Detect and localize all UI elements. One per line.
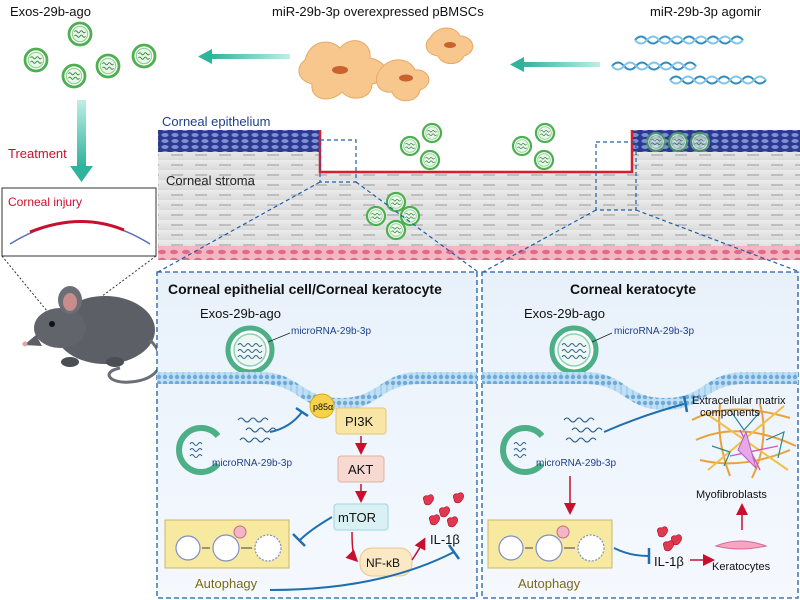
- ecm-label-line1: Extracellular matrix: [692, 395, 786, 407]
- exosome-cluster-top: [23, 21, 157, 89]
- agomir-label: miR-29b-3p agomir: [650, 4, 762, 19]
- ecm-fibers-illustration: [691, 403, 797, 479]
- arrow-cells-to-exos: [198, 49, 290, 64]
- right-autophagy-inhibit-il1b: [613, 547, 649, 557]
- akt-box: [337, 455, 385, 483]
- pi3k-label: PI3K: [345, 414, 374, 429]
- p85-node: [309, 393, 335, 419]
- myofibroblasts-label: Myofibroblasts: [696, 489, 767, 501]
- treatment-label: Treatment: [8, 146, 67, 161]
- zoom-boxes: [157, 139, 800, 273]
- p85-label: p85α: [313, 402, 333, 412]
- autophagy-inhibit-il1b: [269, 551, 455, 591]
- right-inhibit-ecm: [603, 403, 685, 433]
- right-autophagy-label: Autophagy: [518, 576, 581, 591]
- pathway-arrows: [345, 436, 426, 563]
- left-mirna-label: microRNA-29b-3p: [291, 326, 371, 337]
- left-il1b-label: IL-1β: [430, 532, 460, 547]
- nfkb-box: [359, 547, 413, 577]
- left-cell-membrane: [157, 372, 477, 410]
- nfkb-label: NF-κB: [366, 556, 400, 570]
- left-autophagy-box: [164, 519, 290, 569]
- mtor-box: [333, 503, 389, 531]
- left-exos-label: Exos-29b-ago: [200, 306, 281, 321]
- right-autophagy-box: [487, 519, 613, 569]
- ecm-label-line2: components: [700, 407, 760, 419]
- right-il1b-label: IL-1β: [654, 554, 684, 569]
- left-autophagy-label: Autophagy: [195, 576, 258, 591]
- right-panel-title: Corneal keratocyte: [570, 281, 696, 297]
- right-cell-membrane: [482, 372, 798, 410]
- mouse-illustration: [22, 286, 162, 384]
- right-mirna-label-2: microRNA-29b-3p: [536, 458, 616, 469]
- corneal-injury-box: [1, 187, 157, 257]
- right-mirna-label: microRNA-29b-3p: [614, 326, 694, 337]
- left-exosome: [228, 328, 272, 372]
- exos-label-top: Exos-29b-ago: [10, 4, 91, 19]
- left-mirna-label-2: microRNA-29b-3p: [212, 458, 292, 469]
- epithelium-label: Corneal epithelium: [162, 114, 270, 129]
- pbmsc-label: miR-29b-3p overexpressed pBMSCs: [272, 4, 484, 19]
- mtor-label: mTOR: [338, 510, 376, 525]
- cornea-section: [158, 130, 800, 260]
- injury-label: Corneal injury: [8, 195, 82, 209]
- treatment-arrow: [70, 100, 93, 182]
- agomir-strands-illustration: [611, 35, 767, 85]
- akt-label: AKT: [348, 462, 373, 477]
- pbmsc-cells-illustration: [298, 27, 474, 102]
- right-exosome: [552, 328, 596, 372]
- keratocyte-cell-icon: [714, 540, 768, 550]
- mtor-inhibit-autophagy: [299, 516, 333, 541]
- keratocytes-label: Keratocytes: [712, 561, 771, 573]
- right-exos-label: Exos-29b-ago: [524, 306, 605, 321]
- left-panel-title: Corneal epithelial cell/Corneal keratocy…: [168, 281, 442, 297]
- arrow-agomir-to-cells: [510, 57, 600, 72]
- stroma-label: Corneal stroma: [166, 173, 256, 188]
- pi3k-box: [335, 407, 387, 435]
- left-inhibit-p85: [269, 411, 303, 433]
